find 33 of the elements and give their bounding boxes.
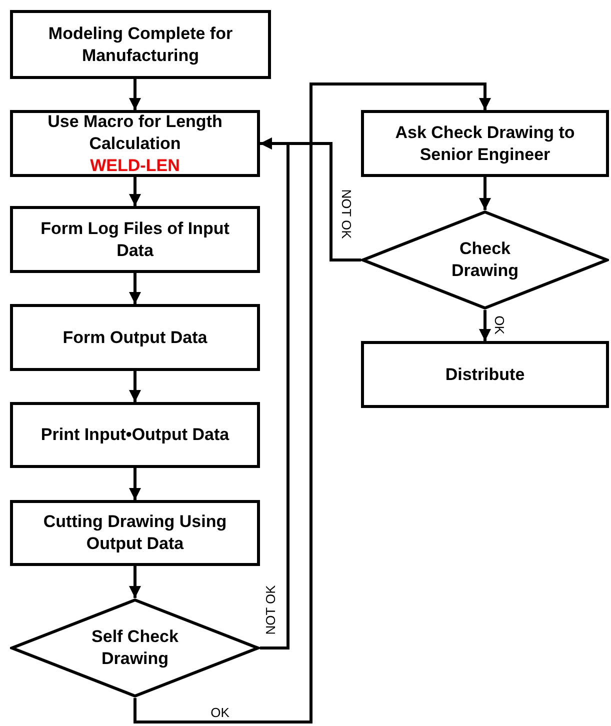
process-box: [10, 206, 260, 273]
node-text: Ask Check Drawing to Senior Engineer: [394, 122, 576, 166]
process-box: [10, 402, 260, 468]
arrow: [129, 468, 141, 500]
node-text: Self Check Drawing: [90, 626, 180, 670]
process-box: [361, 110, 609, 177]
arrow: [129, 273, 141, 304]
node-text: Cutting Drawing Using Output Data: [42, 511, 228, 555]
arrow: [129, 177, 141, 206]
node-text: Distribute: [445, 364, 525, 386]
node-text: Check Drawing: [450, 238, 520, 282]
arrow: [129, 566, 141, 598]
node-text: Modeling Complete for Manufacturing: [47, 22, 234, 66]
arrow: [129, 371, 141, 402]
node-text: WELD-LEN: [90, 154, 180, 176]
process-box: [10, 304, 260, 371]
arrow: [134, 82, 491, 724]
edge-label: OK: [210, 706, 230, 720]
edge-label: NOT OK: [264, 584, 278, 636]
arrow: [479, 177, 491, 210]
arrow: [260, 138, 361, 262]
process-box: [10, 10, 271, 79]
process-box: [10, 110, 260, 177]
node-text: Print Input•Output Data: [40, 424, 230, 446]
node-text: Form Log Files of Input Data: [40, 218, 230, 262]
arrow: [129, 79, 141, 110]
process-box: [361, 341, 609, 408]
edge-label: OK: [492, 314, 506, 336]
node-text: Form Output Data: [62, 326, 208, 348]
arrow: [479, 310, 491, 341]
process-box: [10, 500, 260, 566]
edge-label: NOT OK: [339, 188, 353, 240]
node-text: Use Macro for Length Calculation: [46, 110, 224, 154]
